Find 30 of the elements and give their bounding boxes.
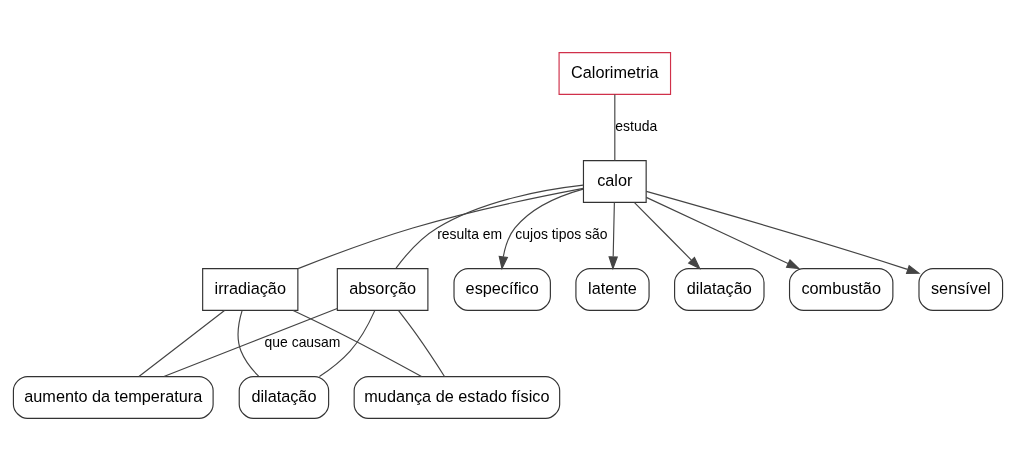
connector [397,309,446,377]
connector [163,307,338,377]
edge-label: estuda [615,117,658,134]
edge-label: resulta em [437,225,503,242]
arrow [645,190,921,274]
edge-label: que causam [264,333,341,350]
arrow [645,196,801,269]
connector [395,184,584,269]
arrow [633,201,701,270]
connector [292,309,423,377]
node-box: aumento da temperatura [12,375,214,419]
connector [138,309,226,377]
connector [614,93,616,161]
edge-label: cujos tipos são [515,225,608,242]
arrow [608,201,619,270]
node-box: dilatação [238,375,330,419]
node-box: absorção [336,267,429,311]
node-box: Calorimetria [558,51,672,95]
node-box: mudança de estado físico [353,375,561,419]
node-box: latente [575,267,650,311]
node-box: sensível [918,267,1004,311]
node-box: combustão [788,267,894,311]
node-box: específico [453,267,551,311]
node-box: calor [582,159,647,203]
node-box: dilatação [674,267,765,311]
connector [237,309,260,377]
connector [318,309,376,377]
connector [297,187,584,269]
node-box: irradiação [202,267,299,311]
arrow [498,188,584,270]
